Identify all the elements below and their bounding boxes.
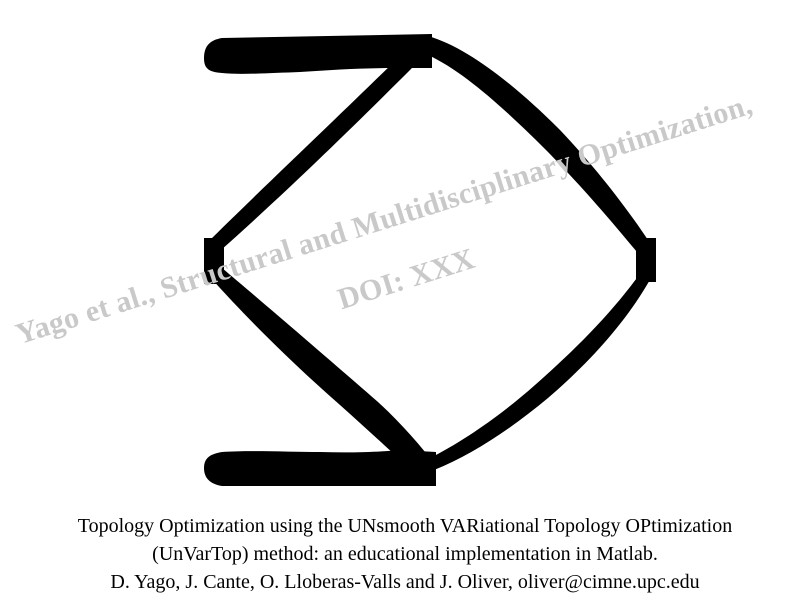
optimized-structure <box>204 34 656 486</box>
bottom-arm <box>204 450 436 486</box>
top-arm <box>204 34 432 74</box>
topology-structure-figure <box>204 34 656 486</box>
right-support <box>636 238 656 282</box>
caption-title-line: Topology Optimization using the UNsmooth… <box>77 515 733 537</box>
upper-left-bar <box>207 40 432 250</box>
lower-left-bar <box>210 268 438 476</box>
lower-right-bar <box>430 268 652 470</box>
caption-authors-line: D. Yago, J. Cante, O. Lloberas-Valls and… <box>110 571 700 593</box>
caption: Topology Optimization using the UNsmooth… <box>0 512 810 596</box>
caption-subtitle-line: (UnVarTop) method: an educational implem… <box>152 543 658 565</box>
upper-right-bar <box>428 36 648 252</box>
